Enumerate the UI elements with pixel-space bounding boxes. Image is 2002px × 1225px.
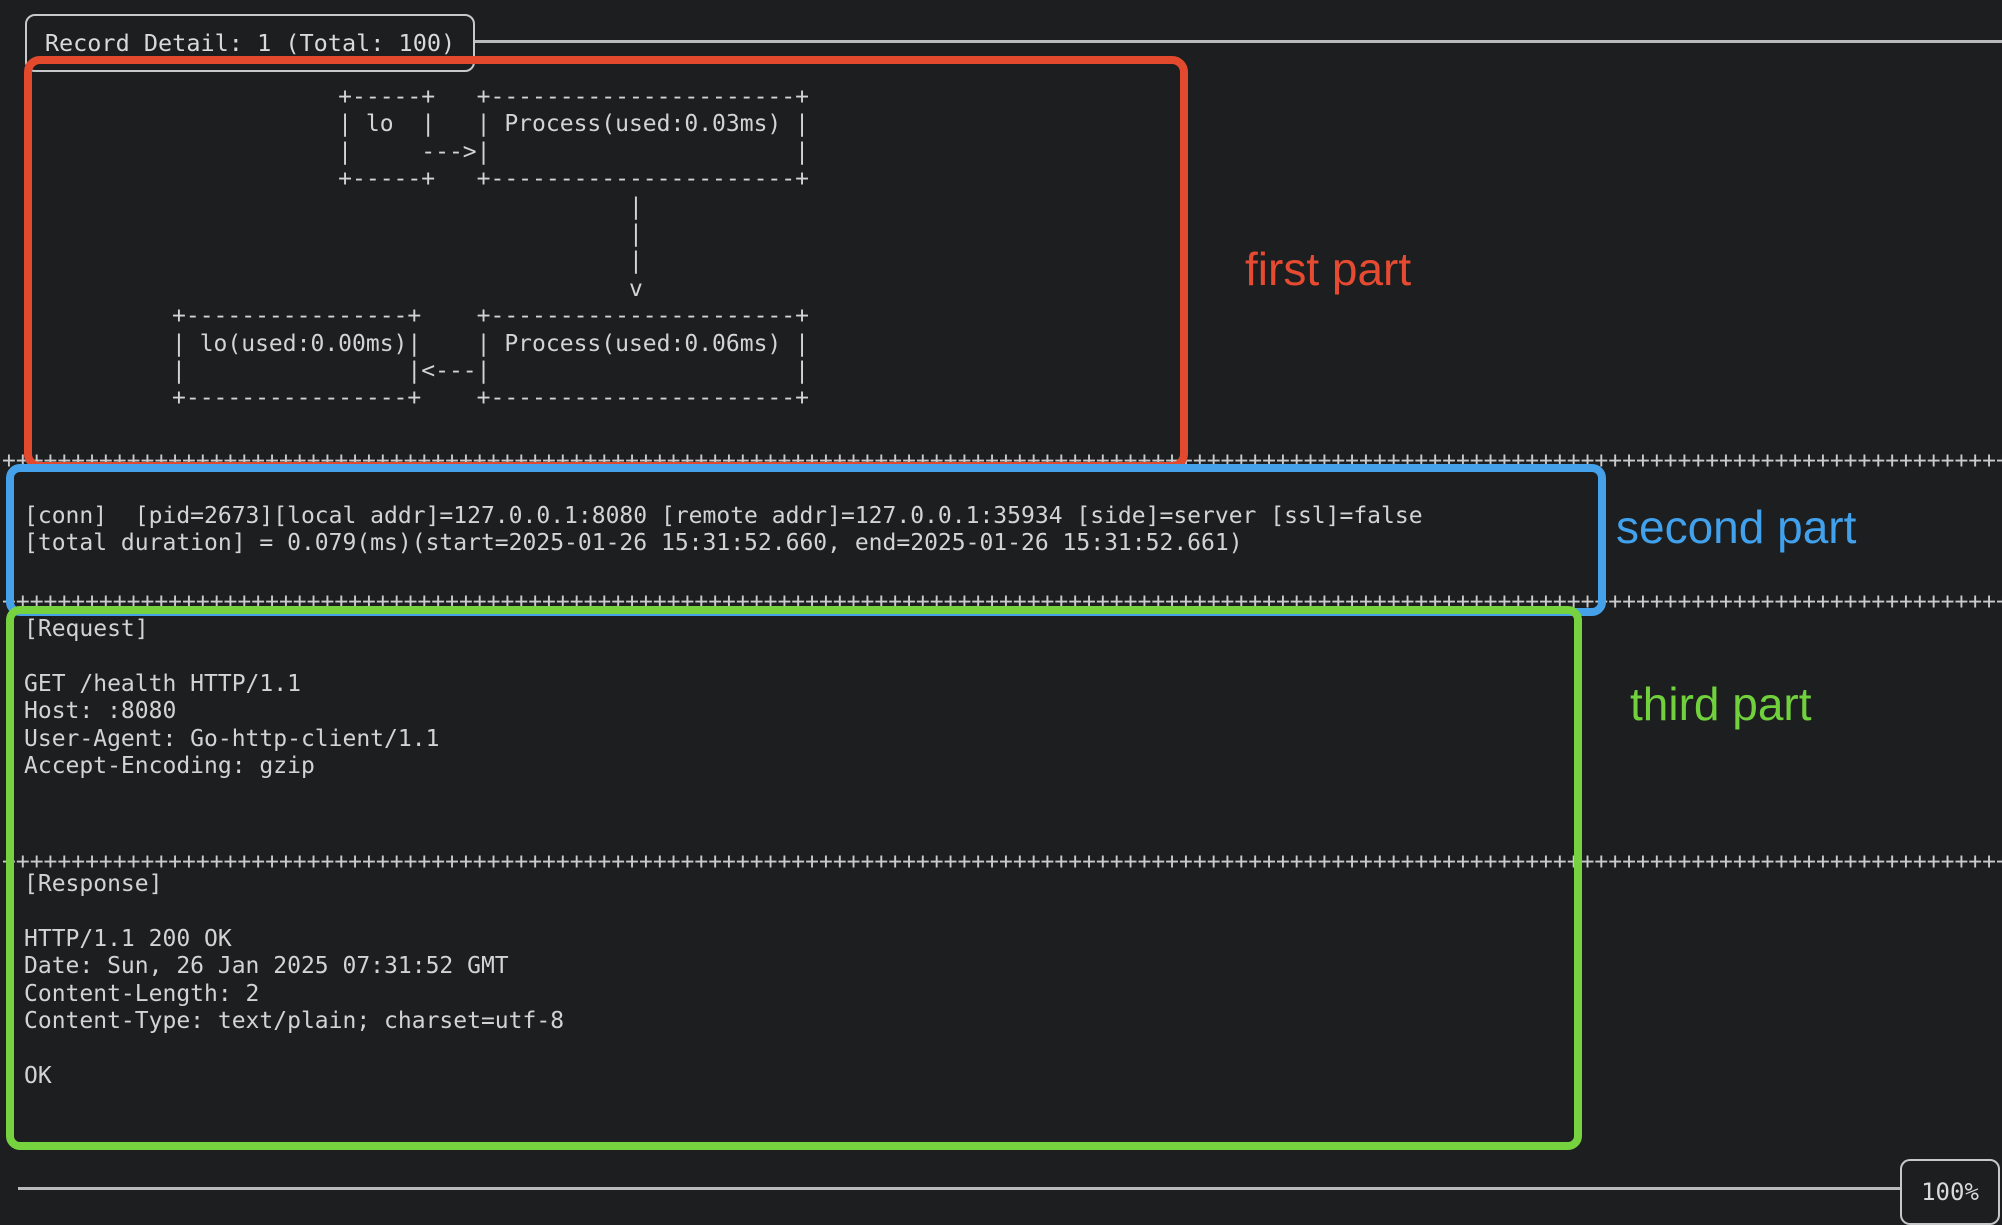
separator-row-2: ++++++++++++++++++++++++++++++++++++++++… xyxy=(2,589,2002,615)
annotation-label-second-part: second part xyxy=(1616,501,1857,553)
separator-row-1: ++++++++++++++++++++++++++++++++++++++++… xyxy=(2,448,2002,474)
record-detail-title-box: Record Detail: 1 (Total: 100) xyxy=(25,14,475,72)
annotation-label-third-part: third part xyxy=(1630,678,1812,730)
record-detail-title: Record Detail: 1 (Total: 100) xyxy=(44,29,456,57)
response-section: [Response] HTTP/1.1 200 OK Date: Sun, 26… xyxy=(24,871,565,1089)
panel-top-border-line xyxy=(469,40,2002,43)
separator-row-3: ++++++++++++++++++++++++++++++++++++++++… xyxy=(2,849,2002,875)
zoom-indicator-value: 100% xyxy=(1921,1178,1979,1206)
flow-diagram-ascii: +-----+ +----------------------+ | lo | … xyxy=(172,84,809,412)
request-section: [Request] GET /health HTTP/1.1 Host: :80… xyxy=(24,616,440,780)
annotation-label-first-part: first part xyxy=(1245,243,1412,295)
connection-info: [conn] [pid=2673][local addr]=127.0.0.1:… xyxy=(24,503,1423,557)
zoom-indicator-box: 100% xyxy=(1900,1159,2000,1225)
statusbar-line xyxy=(18,1187,1902,1190)
